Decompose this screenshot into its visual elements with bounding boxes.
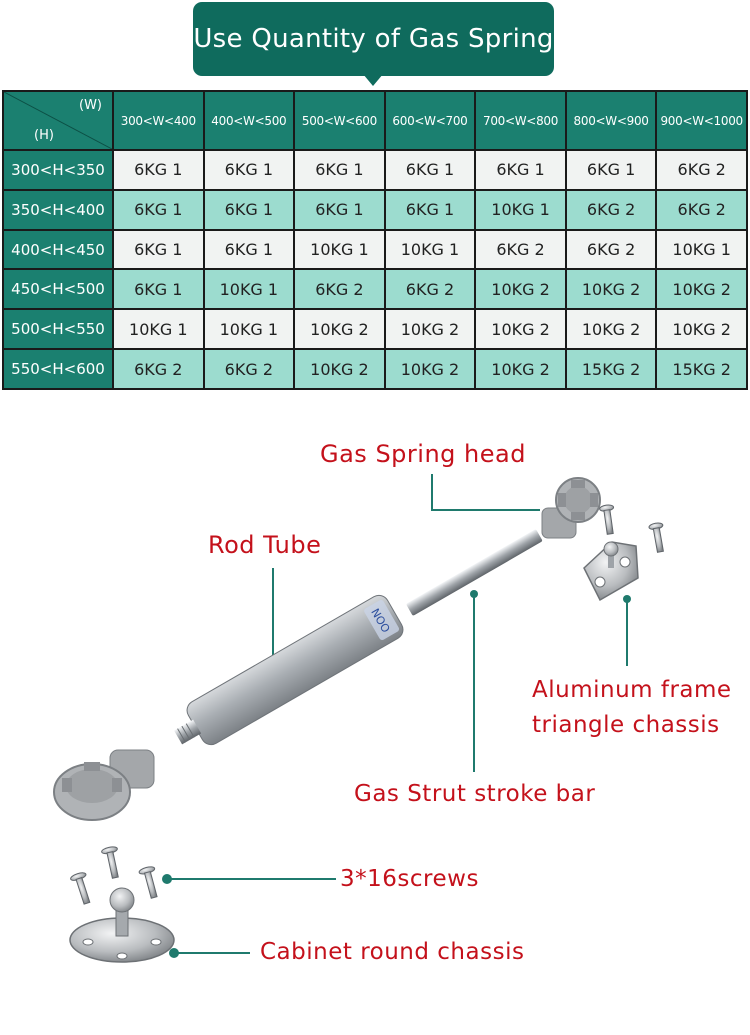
page-title: Use Quantity of Gas Spring	[193, 2, 554, 76]
title-banner: Use Quantity of Gas Spring	[193, 2, 554, 90]
header-row: (W) (H) 300<W<400 400<W<500 500<W<600 60…	[2, 90, 748, 151]
rod-tube-illustration: NOO	[174, 594, 404, 746]
table-cell: 6KG 1	[112, 228, 205, 271]
label-screws: 3*16screws	[340, 866, 479, 892]
table-cell: 10KG 1	[202, 308, 296, 351]
table-cell: 6KG 1	[293, 188, 386, 231]
gas-spring-diagram: NOO	[53, 474, 664, 963]
label-aluminum-frame-line1: Aluminum frame	[532, 677, 732, 703]
table-cell: 10KG 2	[474, 308, 567, 351]
column-header: 400<W<500	[202, 90, 296, 151]
table-cell: 6KG 2	[564, 188, 658, 231]
table-cell: 6KG 1	[202, 188, 296, 231]
table-cell: 6KG 1	[112, 268, 205, 311]
label-rod-tube: Rod Tube	[208, 531, 322, 559]
stroke-bar-illustration	[406, 529, 543, 616]
table-cell: 6KG 1	[112, 188, 205, 231]
bottom-head-illustration	[53, 749, 155, 821]
table-cell: 10KG 2	[564, 268, 658, 311]
table-cell: 6KG 2	[474, 228, 567, 271]
table-cell: 10KG 2	[564, 308, 658, 351]
table-cell: 6KG 1	[564, 149, 658, 191]
column-header: 300<W<400	[112, 90, 205, 151]
table-cell: 6KG 2	[655, 149, 748, 191]
table-cell: 6KG 1	[474, 149, 567, 191]
leader-head	[431, 474, 540, 511]
table-cell: 6KG 1	[293, 149, 386, 191]
column-header: 700<W<800	[474, 90, 567, 151]
table-cell: 10KG 1	[655, 228, 748, 271]
column-header: 500<W<600	[293, 90, 386, 151]
table-cell: 10KG 1	[112, 308, 205, 351]
label-gas-spring-head: Gas Spring head	[320, 440, 526, 468]
table-cell: 6KG 2	[202, 348, 296, 390]
table-cell: 6KG 2	[112, 348, 205, 390]
round-chassis-illustration	[69, 887, 175, 963]
table-cell: 10KG 2	[474, 268, 567, 311]
table-cell: 10KG 2	[383, 308, 477, 351]
label-stroke-bar: Gas Strut stroke bar	[354, 781, 596, 807]
table-cell: 10KG 2	[383, 348, 477, 390]
table-cell: 10KG 2	[655, 308, 748, 351]
gas-spring-head-illustration	[541, 477, 601, 539]
label-round-chassis: Cabinet round chassis	[260, 939, 525, 965]
corner-diagonal	[5, 93, 111, 148]
column-header: 600<W<700	[383, 90, 477, 151]
table-cell: 6KG 2	[383, 268, 477, 311]
table-row: 500<H<550 10KG 1 10KG 1 10KG 2 10KG 2 10…	[2, 308, 748, 351]
row-header: 450<H<500	[2, 268, 114, 311]
table-row: 350<H<400 6KG 1 6KG 1 6KG 1 6KG 1 10KG 1…	[2, 188, 748, 231]
column-header: 900<W<1000	[655, 90, 748, 151]
width-axis-label: (W)	[79, 98, 102, 113]
label-aluminum-frame-line2: triangle chassis	[532, 712, 720, 738]
table-cell: 10KG 2	[655, 268, 748, 311]
leader-dots	[162, 590, 631, 958]
table-row: 550<H<600 6KG 2 6KG 2 10KG 2 10KG 2 10KG…	[2, 348, 748, 390]
table-cell: 6KG 2	[655, 188, 748, 231]
table-cell: 6KG 2	[293, 268, 386, 311]
leader-lines	[170, 474, 628, 954]
table-cell: 6KG 1	[202, 149, 296, 191]
table-cell: 10KG 1	[293, 228, 386, 271]
height-axis-label: (H)	[34, 128, 54, 143]
table-cell: 15KG 2	[655, 348, 748, 390]
table-cell: 6KG 1	[202, 228, 296, 271]
quantity-grid: (W) (H) 300<W<400 400<W<500 500<W<600 60…	[2, 90, 748, 390]
table-cell: 6KG 1	[112, 149, 205, 191]
title-pointer	[363, 74, 383, 86]
top-screws-illustration	[599, 504, 664, 553]
table-cell: 10KG 1	[202, 268, 296, 311]
table-cell: 10KG 1	[474, 188, 567, 231]
row-header: 500<H<550	[2, 308, 114, 351]
quantity-table: (W) (H) 300<W<400 400<W<500 500<W<600 60…	[2, 90, 748, 390]
table-cell: 6KG 1	[383, 188, 477, 231]
table-cell: 10KG 2	[293, 348, 386, 390]
row-header: 350<H<400	[2, 188, 114, 231]
corner-cell: (W) (H)	[2, 90, 114, 151]
table-cell: 15KG 2	[564, 348, 658, 390]
table-row: 400<H<450 6KG 1 6KG 1 10KG 1 10KG 1 6KG …	[2, 228, 748, 271]
table-row: 300<H<350 6KG 1 6KG 1 6KG 1 6KG 1 6KG 1 …	[2, 149, 748, 191]
triangle-chassis-illustration	[583, 541, 639, 602]
table-cell: 6KG 2	[564, 228, 658, 271]
column-header: 800<W<900	[564, 90, 658, 151]
table-row: 450<H<500 6KG 1 10KG 1 6KG 2 6KG 2 10KG …	[2, 268, 748, 311]
bottom-screws-illustration	[70, 846, 158, 905]
table-cell: 10KG 2	[293, 308, 386, 351]
table-cell: 6KG 1	[383, 149, 477, 191]
row-header: 400<H<450	[2, 228, 114, 271]
table-cell: 10KG 2	[474, 348, 567, 390]
row-header: 300<H<350	[2, 149, 114, 191]
row-header: 550<H<600	[2, 348, 114, 390]
table-cell: 10KG 1	[383, 228, 477, 271]
